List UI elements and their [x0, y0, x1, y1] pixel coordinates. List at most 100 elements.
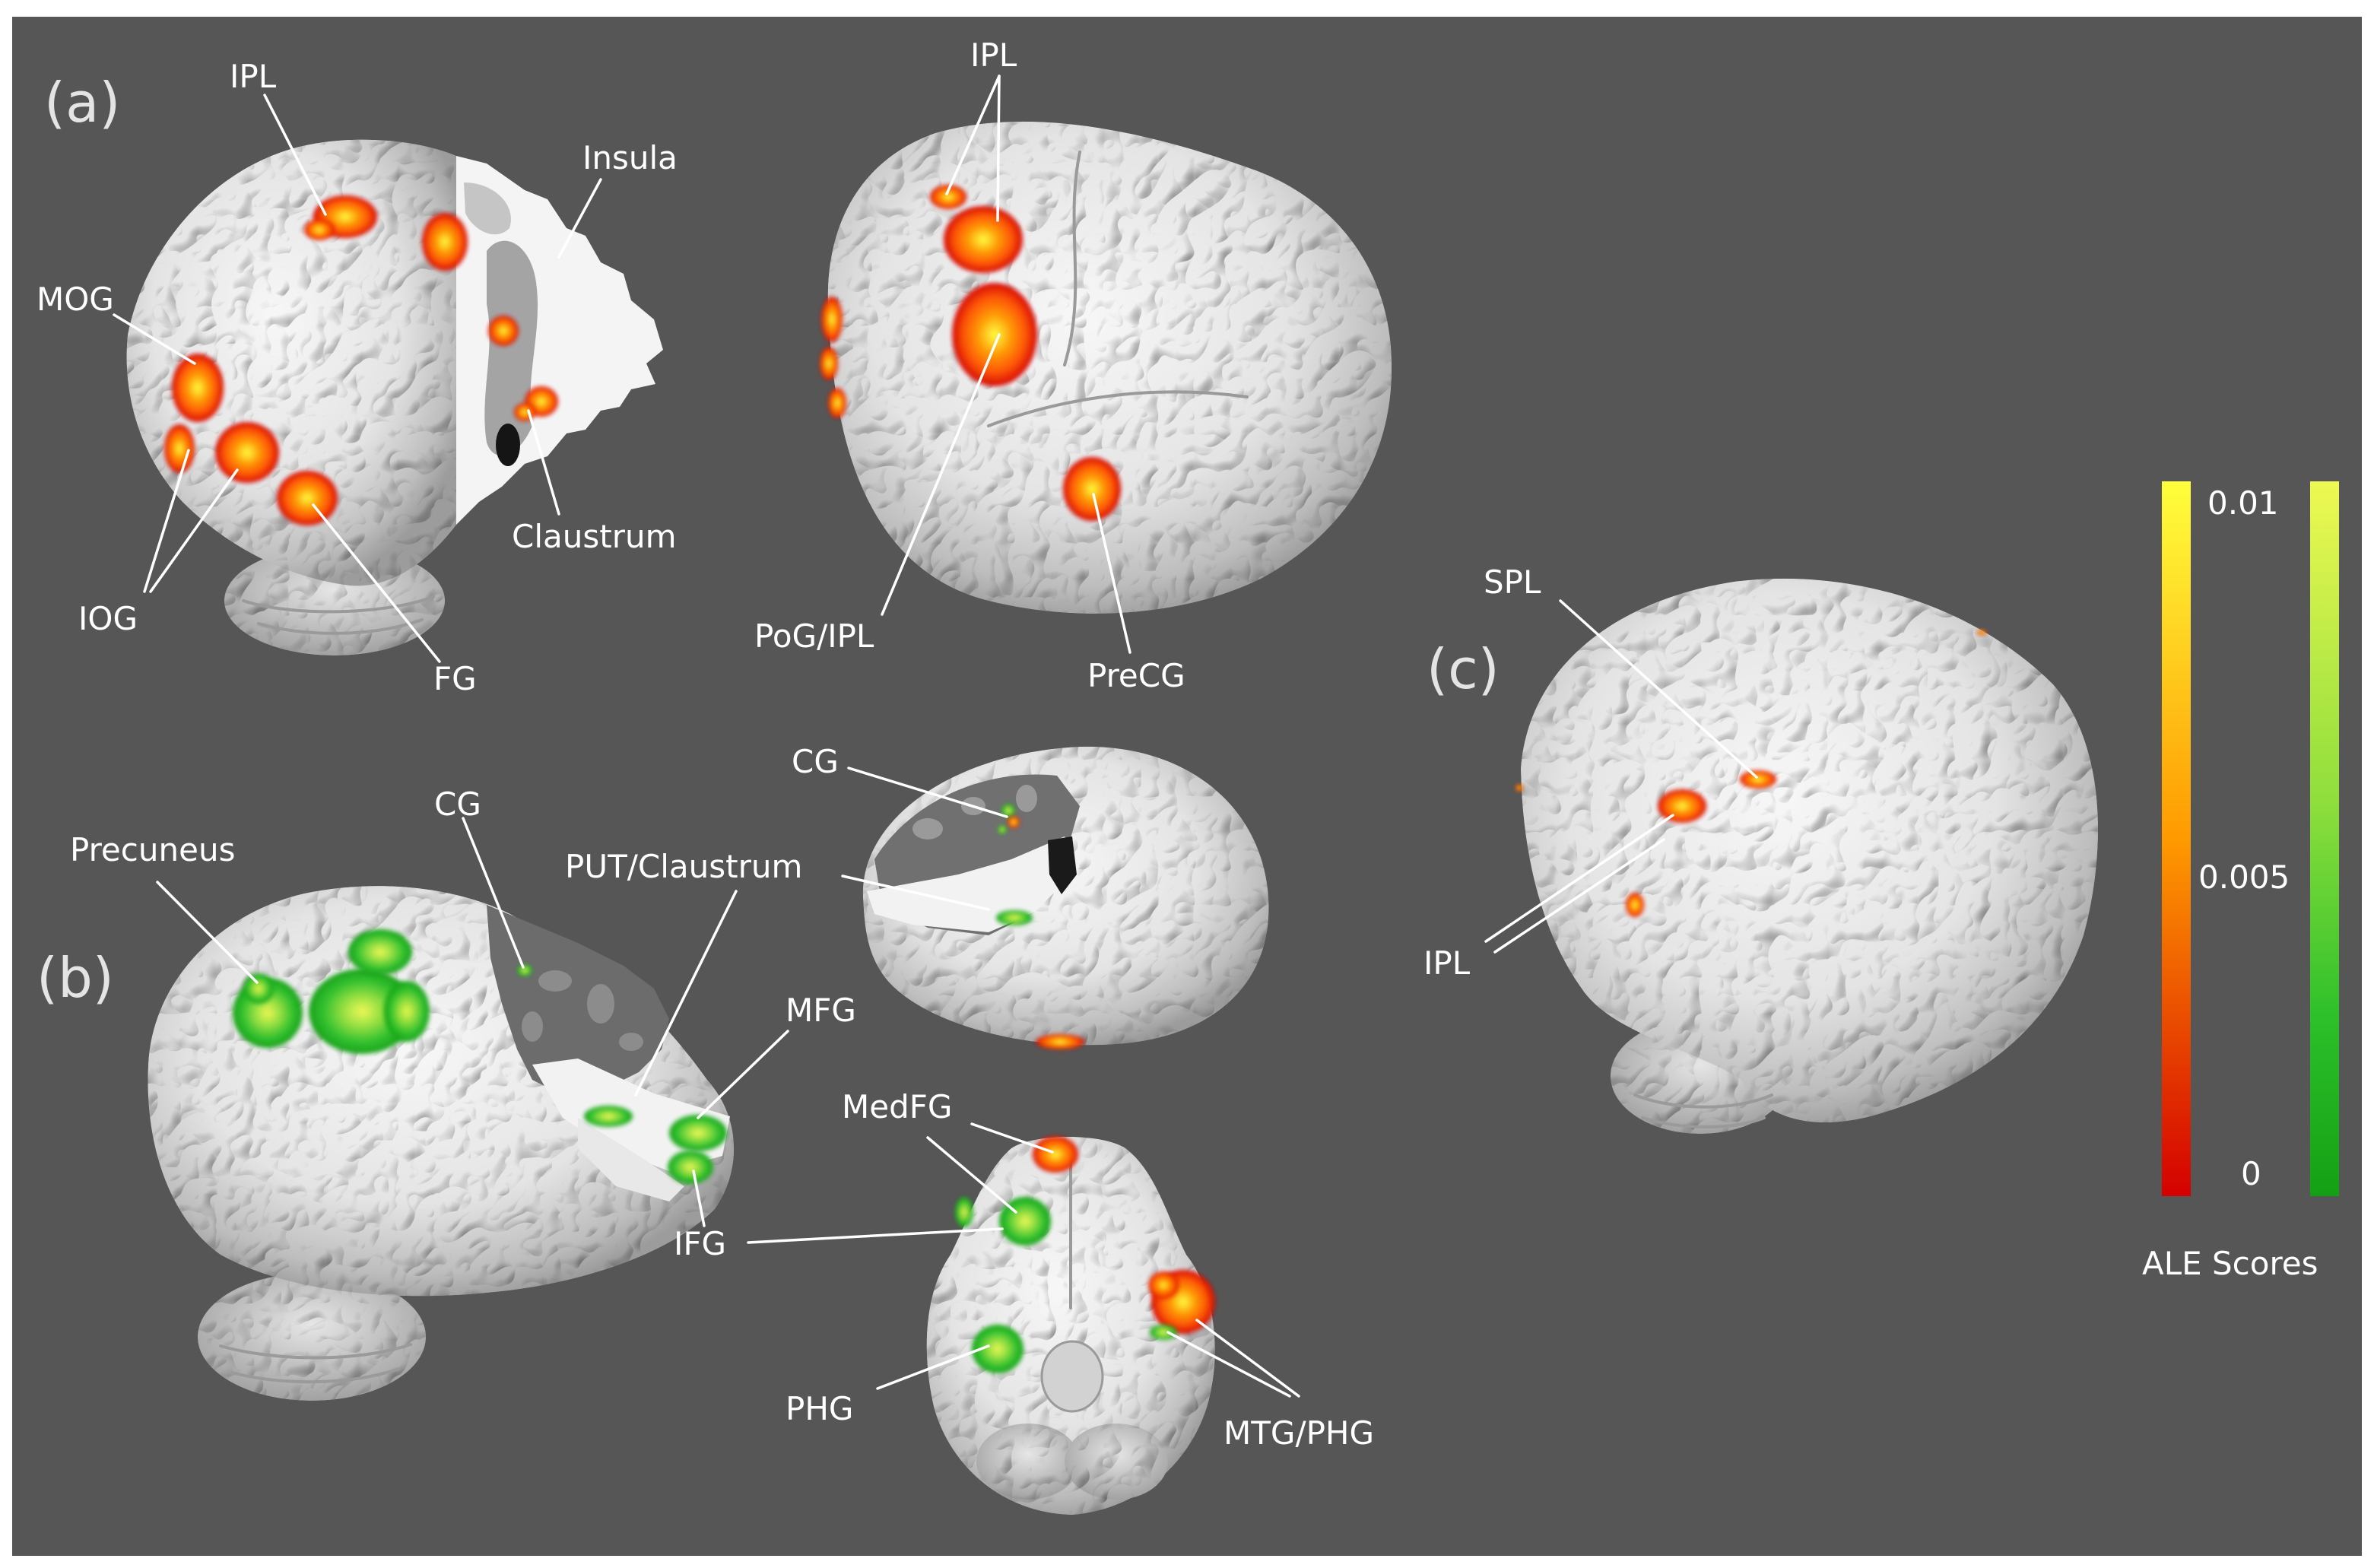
leader-line-iog-1	[143, 449, 190, 593]
leader-line-ipl-c-1	[1484, 814, 1674, 943]
hemisphere	[126, 139, 460, 586]
activation-blob-ipl	[944, 206, 1023, 273]
activation-blob	[243, 973, 274, 1004]
leader-line-insula	[557, 178, 602, 259]
region-label-precg: PreCG	[1087, 657, 1185, 694]
region-label-mtg-phg: MTG/PHG	[1223, 1414, 1374, 1452]
leader-line-spl	[1559, 599, 1758, 779]
activation-blob-iog	[215, 422, 279, 483]
leader-line-cg-left	[462, 817, 525, 969]
region-label-cg: CG	[792, 743, 839, 780]
region-label-ifg: IFG	[674, 1225, 726, 1262]
activation-blob-put-claustrum	[996, 910, 1033, 925]
leader-line-precg	[1092, 493, 1131, 654]
region-label-put-claustrum: PUT/Claustrum	[565, 848, 802, 885]
leader-line-ipl-a-left	[263, 94, 327, 216]
leader-line-mtg-phg-1	[1195, 1319, 1300, 1398]
activation-blob	[304, 219, 335, 240]
activation-blob-phg	[972, 1325, 1024, 1373]
region-label-mog: MOG	[36, 281, 114, 318]
panel-label-a: (a)	[44, 71, 120, 135]
activation-blob	[384, 981, 430, 1042]
cerebellum-folia	[1633, 1093, 1773, 1128]
leader-line-medfg-2	[926, 1136, 1017, 1214]
leader-line-phg	[876, 1344, 990, 1390]
brain-b-small	[862, 746, 1269, 1049]
brain-a-right	[820, 121, 1392, 614]
ventricle-dark-spot	[1048, 836, 1077, 894]
activation-blob-insula	[488, 316, 519, 346]
activation-blob	[998, 825, 1007, 834]
leader-line-put-claustrum-1	[634, 890, 738, 1097]
leader-line-claustrum	[527, 409, 560, 516]
brain-b-left	[148, 886, 735, 1401]
activation-blob	[930, 185, 966, 209]
leader-line-iog-2	[149, 468, 239, 593]
activation-blob-ifg	[668, 1151, 713, 1184]
leader-line-put-claustrum-2	[841, 874, 990, 911]
region-label-mfg: MFG	[786, 992, 856, 1029]
activation-blob-put-claustrum	[584, 1106, 633, 1127]
gray-matter-band	[484, 240, 538, 456]
cerebellum-left	[976, 1424, 1080, 1500]
region-label-ipl: IPL	[230, 58, 277, 95]
activation-blob	[1148, 1271, 1179, 1299]
leader-line-ipl-a-right-1	[945, 75, 1001, 195]
leader-line-ipl-a-right-2	[996, 75, 1001, 222]
gray-matter-patch	[538, 970, 572, 992]
cerebellum-right	[1065, 1424, 1168, 1500]
leader-lines	[113, 75, 1758, 1398]
activation-blob-cg	[517, 964, 532, 976]
colorbar-tick-mid: 0.005	[2198, 859, 2290, 896]
gray-matter-patch	[912, 818, 943, 840]
lateral-sulcus	[987, 390, 1249, 427]
white-matter-streak	[867, 836, 1080, 932]
leader-line-ifg-2	[692, 1170, 706, 1227]
leader-line-cg-right	[847, 767, 1008, 818]
cerebellum-folia	[242, 595, 435, 635]
activation-blob	[1515, 784, 1523, 792]
activation-blob	[1977, 630, 1986, 636]
region-label-pog-ipl: PoG/IPL	[754, 617, 874, 655]
region-label-ipl: IPL	[1423, 944, 1471, 982]
hemisphere	[1521, 578, 2099, 1123]
gray-matter-patch	[619, 1033, 643, 1051]
region-label-iog: IOG	[78, 600, 138, 637]
leader-line-ipl-c-2	[1493, 838, 1665, 954]
colorbar-tick-max: 0.01	[2207, 484, 2279, 522]
cerebellum-folia	[219, 1343, 412, 1384]
region-label-insula: Insula	[582, 139, 678, 176]
region-label-phg: PHG	[786, 1390, 853, 1427]
leader-line-fg	[312, 503, 441, 663]
activation-blob-cg	[1001, 804, 1015, 817]
leader-line-ifg-1	[747, 1227, 1004, 1244]
activation-blob	[820, 347, 838, 380]
activation-blob	[821, 297, 843, 342]
colorbar-tick-min: 0	[2241, 1155, 2261, 1192]
gray-matter-patch	[522, 1011, 543, 1042]
leader-line-medfg-1	[970, 1122, 1054, 1154]
region-label-cg: CG	[434, 786, 481, 823]
activation-blob-pog-ipl	[952, 283, 1037, 386]
activation-blob-precg	[1063, 457, 1121, 521]
brain-c-surface	[1521, 578, 2099, 1134]
activation-blob	[828, 388, 846, 418]
activation-blob	[1036, 1034, 1084, 1049]
brain-b-ventral	[926, 1136, 1215, 1515]
white-matter-streak	[578, 1118, 684, 1201]
region-label-claustrum: Claustrum	[512, 518, 677, 555]
brainstem	[1040, 1340, 1104, 1413]
gray-matter-patch	[587, 984, 614, 1024]
region-label-precuneus: Precuneus	[70, 831, 235, 868]
central-sulcus	[1063, 151, 1081, 367]
activation-blob	[955, 1197, 973, 1227]
colorbar-green	[2310, 481, 2339, 1196]
activation-blob	[1626, 893, 1644, 917]
colorbar-legend: 0.01 0.005 0 ALE Scores	[2142, 481, 2339, 1282]
activation-blob	[309, 969, 415, 1054]
region-label-fg: FG	[433, 660, 477, 697]
activation-blob-ipl	[1658, 789, 1706, 823]
leader-line-pog-ipl	[881, 333, 1001, 616]
activation-blob-spl	[1740, 770, 1776, 789]
